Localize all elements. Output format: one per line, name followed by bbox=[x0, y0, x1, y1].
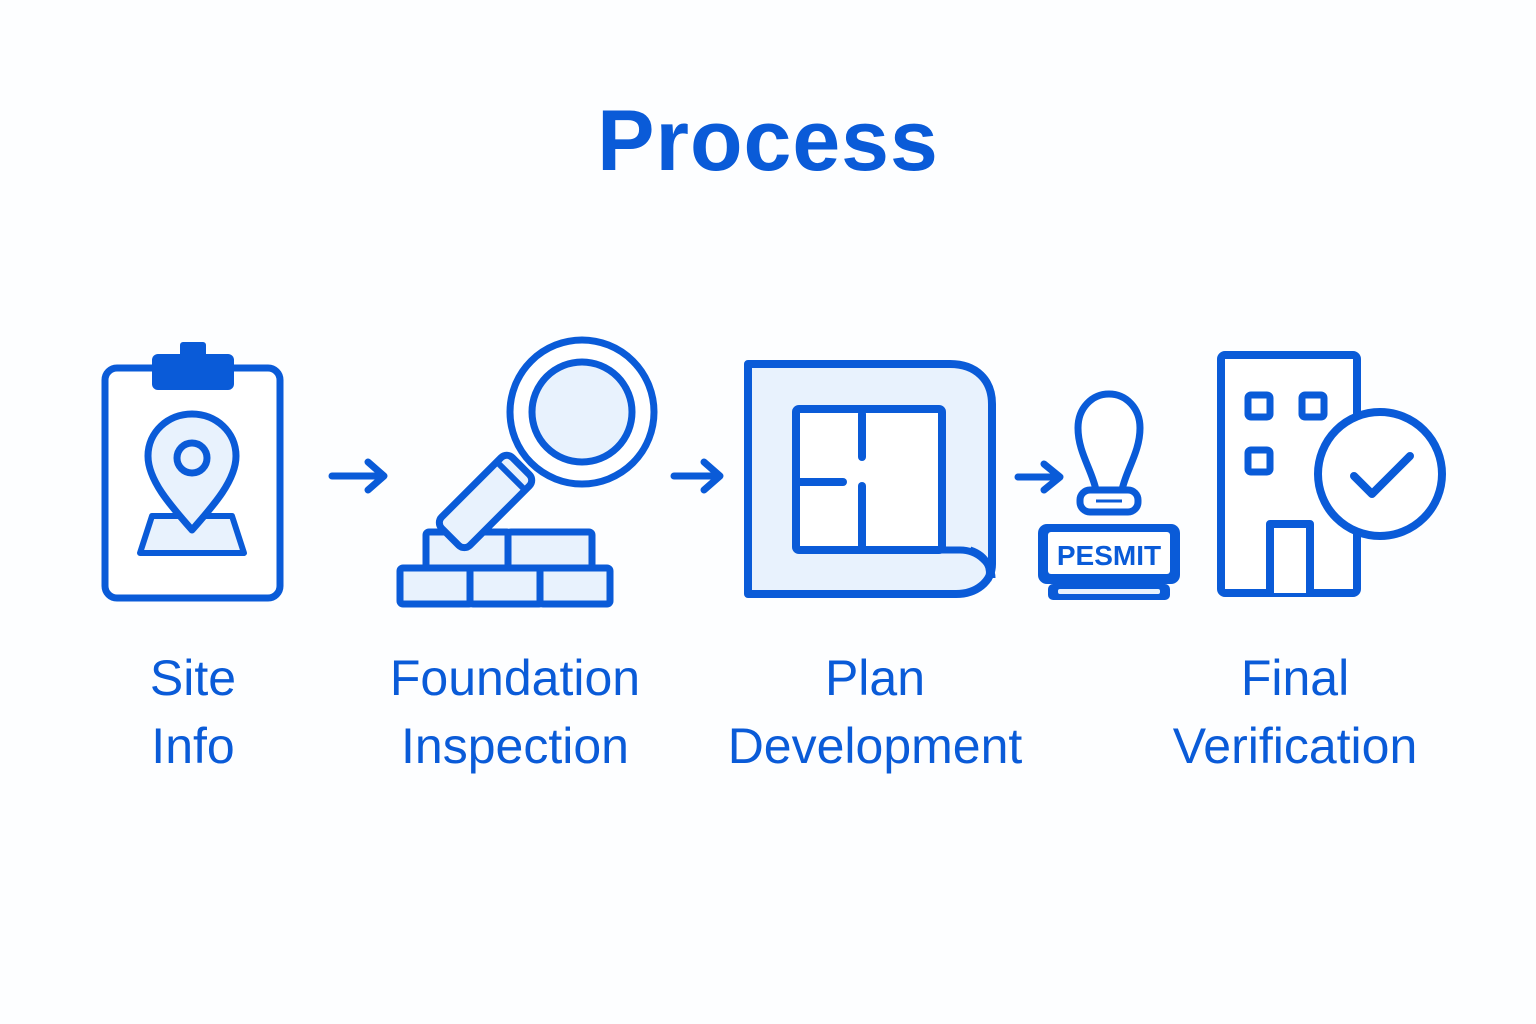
arrow-right-icon bbox=[328, 458, 390, 494]
arrow-right-icon bbox=[1014, 460, 1066, 494]
diagram-title: Process bbox=[597, 93, 939, 189]
step-label-site-info: Site Info bbox=[149, 650, 237, 774]
permit-stamp-icon: PESMIT bbox=[1034, 390, 1184, 605]
step-label-foundation-inspection: Foundation Inspection bbox=[389, 650, 641, 774]
step-label-plan-development: Plan Development bbox=[727, 650, 1023, 774]
step-label-final-verification: Final Verification bbox=[1172, 650, 1418, 774]
magnifier-over-bricks-icon bbox=[396, 336, 666, 610]
clipboard-location-pin-icon bbox=[100, 340, 290, 605]
arrow-right-icon bbox=[670, 458, 726, 494]
building-with-checkmark-icon bbox=[1214, 348, 1454, 600]
blueprint-floorplan-icon bbox=[740, 352, 1000, 602]
stamp-text: PESMIT bbox=[1057, 540, 1161, 571]
